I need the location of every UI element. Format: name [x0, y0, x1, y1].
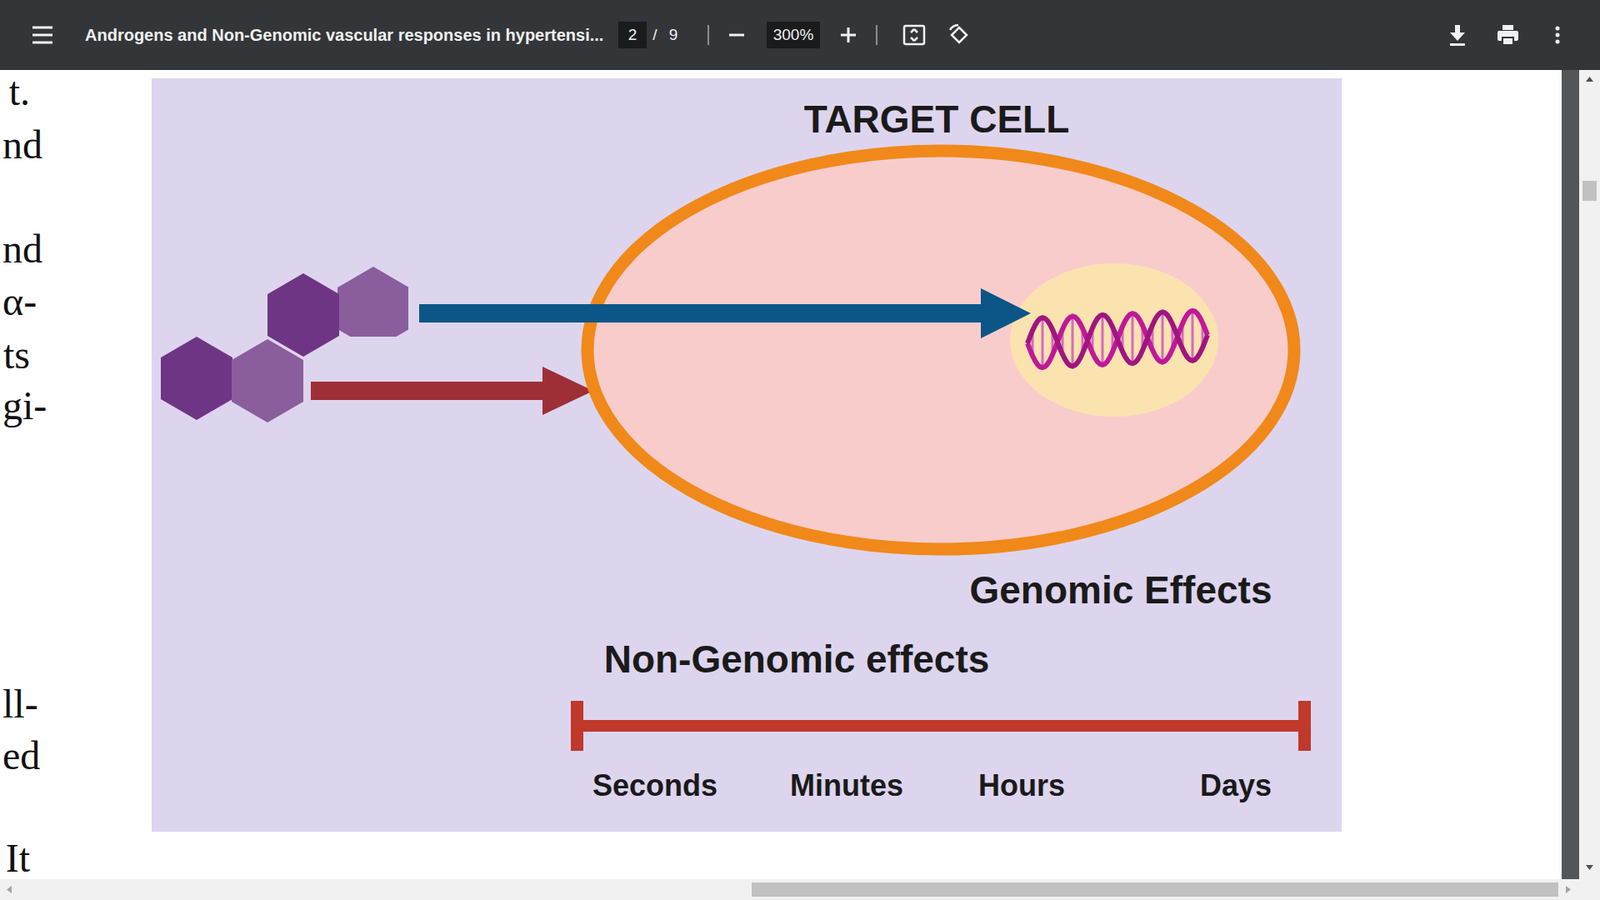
target-cell: TARGET CELL — [575, 83, 1307, 555]
fit-page-icon — [904, 25, 925, 45]
effect-label: Non-Genomic effects — [604, 637, 990, 682]
body-text-fragment: gi- — [2, 382, 47, 429]
toolbar-separator — [707, 25, 710, 45]
scroll-thumb — [1582, 180, 1597, 201]
menu-icon — [32, 27, 53, 43]
time-label: Seconds — [592, 768, 718, 803]
cell-heading: TARGET CELL — [575, 83, 1299, 142]
print-icon — [1497, 25, 1519, 45]
figure-panel — [151, 78, 1342, 832]
dna-helix — [1027, 310, 1208, 368]
cell-illustration — [575, 83, 1307, 555]
body-text-fragment: ts — [3, 331, 30, 378]
non-genomic-arrow — [310, 381, 553, 400]
timeline-bar — [570, 700, 1311, 751]
page-number: 2 — [618, 21, 648, 49]
zoom-level: 300% — [766, 21, 821, 49]
time-label: Hours — [978, 768, 1065, 803]
zoom-out-icon — [729, 34, 745, 37]
nucleus — [1010, 263, 1219, 417]
cell-membrane — [587, 150, 1295, 550]
scroll-thumb — [751, 882, 1559, 897]
effect-label: Genomic Effects — [970, 568, 1273, 613]
body-text-fragment: nd — [2, 121, 43, 168]
vertical-scrollbar — [1579, 70, 1600, 880]
time-label: Minutes — [790, 768, 904, 803]
arrow-head — [980, 288, 1031, 339]
body-text-fragment: ed — [2, 732, 40, 779]
scroll-down-arrow — [1585, 865, 1594, 870]
body-text-fragment: It — [5, 835, 30, 881]
viewer-gutter — [1561, 70, 1580, 880]
scroll-right-arrow — [1565, 885, 1571, 894]
toolbar-separator — [875, 25, 878, 45]
body-text-fragment: α- — [2, 278, 37, 325]
download-icon — [1450, 25, 1465, 46]
more-icon — [1555, 26, 1560, 45]
scroll-up-arrow — [1585, 76, 1594, 82]
page-separator: / — [652, 25, 657, 45]
horizontal-scrollbar — [0, 879, 1600, 900]
genomic-arrow — [419, 304, 986, 323]
scroll-left-arrow — [6, 885, 12, 894]
body-text-fragment: ll- — [2, 680, 39, 727]
page-count: 9 — [669, 25, 679, 45]
zoom-in-icon — [840, 27, 856, 43]
rotate-icon — [950, 25, 967, 43]
document-title: Androgens and Non-Genomic vascular respo… — [85, 25, 604, 45]
toolbar — [0, 0, 1600, 70]
time-label: Days — [1200, 768, 1272, 803]
body-text-fragment: t. — [9, 68, 30, 115]
body-text-fragment: nd — [2, 225, 43, 272]
